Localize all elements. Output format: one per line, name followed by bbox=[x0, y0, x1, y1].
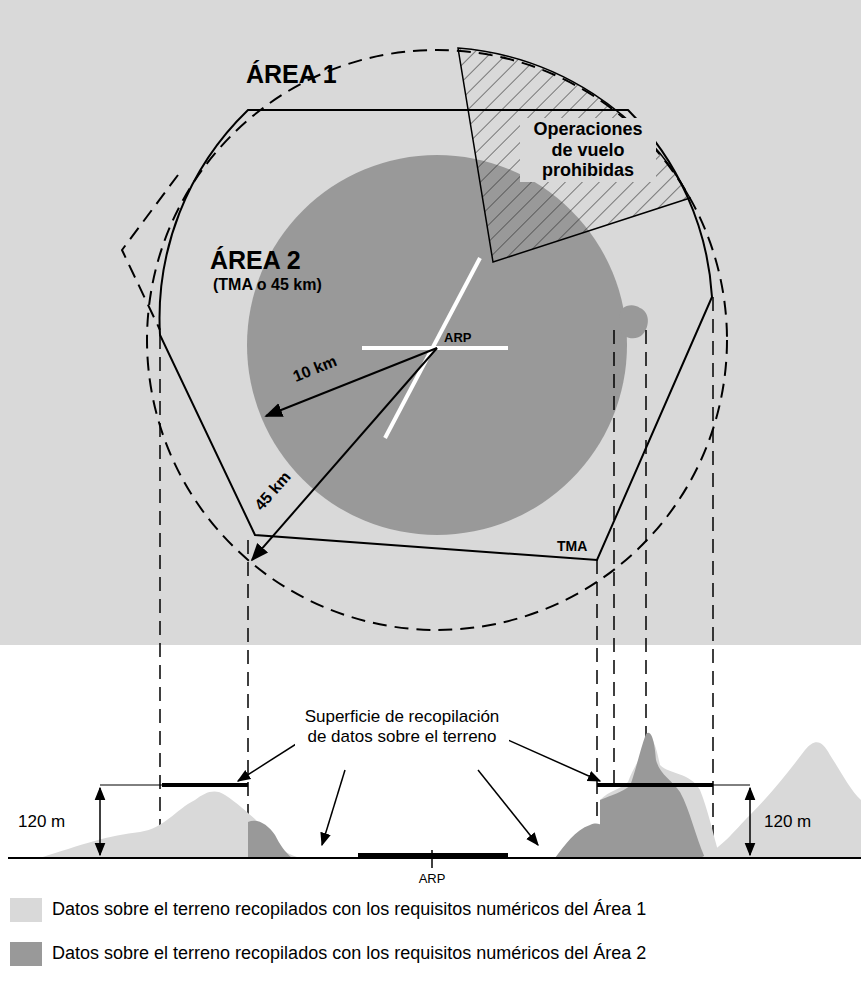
dimension-line bbox=[100, 785, 162, 786]
svg-line bbox=[478, 770, 538, 845]
dimension-arrow bbox=[99, 788, 101, 855]
svg-line bbox=[712, 297, 714, 858]
radius-arrow bbox=[252, 348, 437, 560]
collection-surface bbox=[597, 783, 713, 787]
plan-ground bbox=[0, 0, 861, 645]
obstacle-blob bbox=[620, 305, 648, 338]
area-boundary bbox=[122, 175, 178, 330]
svg-line bbox=[613, 330, 615, 858]
circle-45km bbox=[147, 50, 727, 630]
svg-line bbox=[596, 560, 598, 858]
terrain-light bbox=[700, 742, 861, 858]
dimension-line bbox=[713, 785, 750, 786]
svg-line bbox=[247, 540, 249, 858]
diagram-label: ÁREA 1 bbox=[246, 60, 406, 89]
diagram-label: (TMA o 45 km) bbox=[213, 276, 373, 294]
diagram-label: Operaciones de vuelo prohibidas bbox=[520, 118, 656, 182]
ground-line bbox=[8, 857, 861, 859]
radius-arrow bbox=[266, 348, 437, 416]
dimension-arrow bbox=[749, 788, 751, 855]
tma-outline bbox=[160, 110, 712, 560]
runway-profile bbox=[358, 853, 508, 859]
runway bbox=[385, 258, 480, 438]
prohibited-sector bbox=[458, 48, 690, 262]
legend-swatch bbox=[10, 898, 42, 922]
legend-text: Datos sobre el terreno recopilados con l… bbox=[52, 899, 646, 920]
leader-lines bbox=[238, 732, 600, 845]
diagram-label: ARP bbox=[407, 872, 457, 887]
diagram-label: ARP bbox=[444, 331, 494, 346]
svg-line bbox=[322, 770, 345, 845]
diagram-label: TMA bbox=[557, 538, 607, 554]
legend-swatch bbox=[10, 942, 42, 966]
collection-surface bbox=[162, 783, 248, 787]
diagram-label: ÁREA 2 bbox=[210, 246, 370, 275]
projection-lines bbox=[160, 297, 713, 858]
terrain-dark bbox=[555, 823, 603, 858]
diagram-label: Superficie de recopilación de datos sobr… bbox=[295, 706, 509, 747]
diagram-label: 120 m bbox=[18, 812, 88, 832]
terrain-dark bbox=[248, 821, 292, 858]
svg-line bbox=[159, 335, 161, 858]
legend-text: Datos sobre el terreno recopilados con l… bbox=[52, 943, 646, 964]
arp-tick bbox=[431, 850, 433, 868]
terrain-light bbox=[40, 791, 300, 858]
diagram-label: 120 m bbox=[764, 812, 834, 832]
terrain-dark bbox=[600, 733, 705, 858]
